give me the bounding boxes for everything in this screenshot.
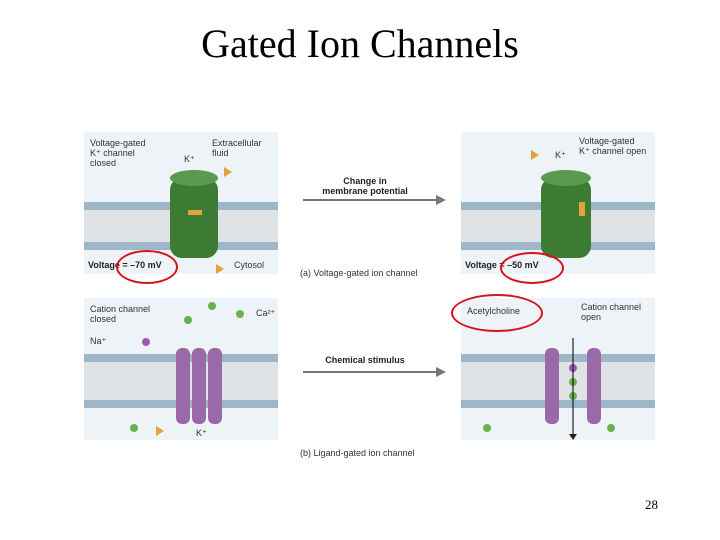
ion-icon xyxy=(607,424,615,432)
arrow-right-icon xyxy=(303,195,446,205)
stimulus-b-label: Chemical stimulus xyxy=(325,355,405,365)
voltage-gated-channel-open-illustration xyxy=(461,150,655,258)
k-channel-icon xyxy=(170,170,218,258)
caption-a: (a) Voltage-gated ion channel xyxy=(300,268,418,278)
ion-icon xyxy=(184,316,192,324)
panel-b-left-closed: Cation channel closed Na⁺ Ca²⁺ K⁺ xyxy=(84,298,278,440)
ligand-gated-channel-closed-illustration xyxy=(84,302,278,436)
ion-icon xyxy=(216,264,224,274)
label-k-ion: K⁺ xyxy=(184,154,195,164)
panel-a-left-closed: Voltage-gated K⁺ channel closed Extracel… xyxy=(84,132,278,274)
panel-b-right-open: Acetylcholine Cation channel open xyxy=(461,298,655,440)
k-channel-icon xyxy=(541,170,591,258)
highlight-voltage-right xyxy=(500,252,564,284)
panel-a-right-open: Voltage-gated K⁺ channel open K⁺ Voltage… xyxy=(461,132,655,274)
ion-icon xyxy=(531,150,539,160)
label-k-ion-right: K⁺ xyxy=(555,150,566,160)
label-cation-closed: Cation channel closed xyxy=(90,304,151,324)
cation-channel-icon xyxy=(176,348,222,424)
caption-b: (b) Ligand-gated ion channel xyxy=(300,448,415,458)
stimulus-a-label: Change in membrane potential xyxy=(322,176,408,196)
voltage-gated-channel-closed-illustration xyxy=(84,167,278,274)
label-ca-ion: Ca²⁺ xyxy=(256,308,276,318)
slide-title: Gated Ion Channels xyxy=(201,21,519,66)
highlight-voltage-left xyxy=(116,250,178,284)
label-na-ion: Na⁺ xyxy=(90,336,107,346)
ion-icon xyxy=(224,167,232,177)
ion-icon xyxy=(142,338,150,346)
label-cytosol: Cytosol xyxy=(234,260,265,270)
label-channel-open: Voltage-gated K⁺ channel open xyxy=(579,136,647,156)
label-cation-open: Cation channel open xyxy=(581,302,642,322)
ion-icon xyxy=(236,310,244,318)
page-number: 28 xyxy=(645,497,658,512)
highlight-acetylcholine xyxy=(451,294,543,332)
label-channel-closed: Voltage-gated K⁺ channel closed xyxy=(90,138,146,168)
arrow-right-icon xyxy=(303,367,446,377)
ion-icon xyxy=(483,424,491,432)
label-k-ion-b: K⁺ xyxy=(196,428,207,438)
cation-channel-icon xyxy=(545,348,601,424)
ion-icon xyxy=(156,426,164,436)
ion-icon xyxy=(130,424,138,432)
ligand-gated-channel-open-illustration xyxy=(461,338,655,440)
ion-icon xyxy=(208,302,216,310)
label-extracellular: Extracellular fluid xyxy=(212,138,262,158)
